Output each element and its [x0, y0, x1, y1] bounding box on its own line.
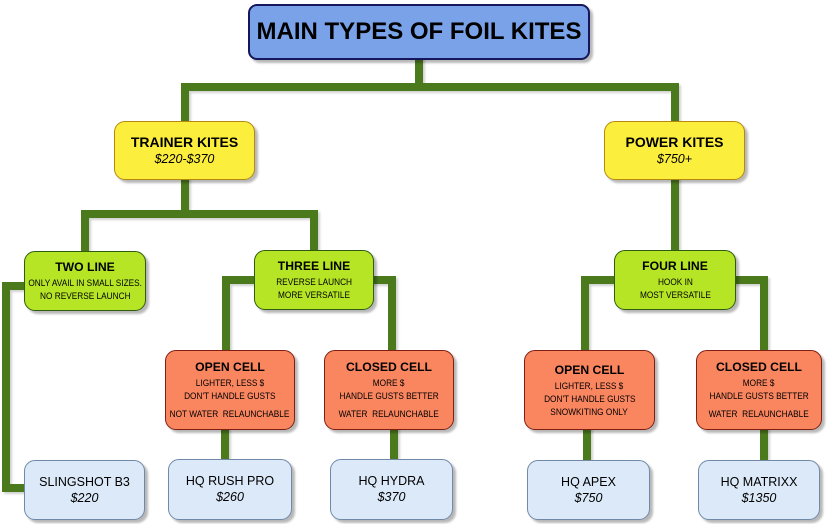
- node-price: $220-$370: [154, 152, 215, 166]
- node-price: $220: [70, 490, 99, 505]
- node-hq-matrixx: HQ MATRIXX $1350: [698, 460, 820, 520]
- node-price: $750+: [656, 152, 693, 166]
- node-detail: WATER RELAUNCHABLE: [708, 409, 810, 420]
- node-slingshot-b3: SLINGSHOT B3 $220: [24, 460, 145, 520]
- node-title: HQ RUSH PRO: [185, 474, 275, 488]
- node-trainer-kites: TRAINER KITES $220-$370: [114, 121, 255, 180]
- node-title: THREE LINE: [277, 259, 351, 273]
- node-hq-rush-pro: HQ RUSH PRO $260: [168, 459, 292, 520]
- node-detail: HOOK IN: [657, 276, 693, 287]
- node-price: $750: [574, 490, 603, 505]
- node-detail: NOT WATER RELAUNCHABLE: [170, 409, 290, 420]
- node-detail: MORE $: [373, 378, 405, 388]
- node-detail: MORE $: [743, 378, 775, 388]
- node-title: OPEN CELL: [554, 363, 625, 377]
- node-detail: HANDLE GUSTS BETTER: [339, 391, 439, 402]
- node-title: POWER KITES: [625, 134, 724, 150]
- node-main-types-of-foil-kites: MAIN TYPES OF FOIL KITES: [248, 4, 590, 60]
- node-title: OPEN CELL: [195, 360, 265, 374]
- node-detail: LIGHTER, LESS $: [195, 378, 265, 388]
- node-closed-cell-trainer: CLOSED CELL MORE $ HANDLE GUSTS BETTER W…: [324, 350, 454, 430]
- node-detail: ONLY AVAIL IN SMALL SIZES.: [28, 277, 142, 288]
- node-detail: LIGHTER, LESS $: [555, 381, 624, 391]
- node-detail: HANDLE GUSTS BETTER: [709, 391, 809, 402]
- node-detail: MOST VERSATILE: [639, 289, 711, 300]
- node-price: $1350: [741, 490, 777, 505]
- node-price: $260: [216, 490, 244, 504]
- node-detail: NO REVERSE LAUNCH: [39, 290, 131, 301]
- edge-twoline-slingshot: [2, 282, 30, 492]
- edge-root-split: [181, 56, 679, 121]
- node-title: MAIN TYPES OF FOIL KITES: [256, 18, 582, 45]
- node-title: HQ MATRIXX: [720, 474, 798, 489]
- node-hq-hydra: HQ HYDRA $370: [330, 459, 453, 520]
- node-closed-cell-power: CLOSED CELL MORE $ HANDLE GUSTS BETTER W…: [696, 350, 822, 430]
- node-three-line: THREE LINE REVERSE LAUNCH MORE VERSATILE: [254, 250, 374, 310]
- node-detail: REVERSE LAUNCH: [276, 276, 352, 287]
- node-title: CLOSED CELL: [346, 360, 432, 374]
- node-detail: DON'T HANDLE GUSTS: [543, 394, 636, 405]
- edge-trainer-split: [81, 176, 318, 251]
- node-four-line: FOUR LINE HOOK IN MOST VERSATILE: [614, 250, 736, 310]
- node-title: HQ HYDRA: [358, 474, 425, 488]
- node-hq-apex: HQ APEX $750: [527, 460, 650, 520]
- node-detail: WATER RELAUNCHABLE: [338, 409, 440, 420]
- node-open-cell-trainer: OPEN CELL LIGHTER, LESS $ DON'T HANDLE G…: [165, 350, 295, 430]
- node-detail: MORE VERSATILE: [277, 289, 350, 300]
- node-title: FOUR LINE: [642, 259, 708, 273]
- node-detail: DON'T HANDLE GUSTS: [184, 391, 276, 402]
- node-title: TWO LINE: [55, 260, 115, 274]
- node-open-cell-power: OPEN CELL LIGHTER, LESS $ DON'T HANDLE G…: [524, 350, 655, 430]
- node-title: CLOSED CELL: [716, 360, 802, 374]
- node-price: $370: [377, 490, 406, 504]
- node-title: HQ APEX: [561, 474, 616, 489]
- node-title: SLINGSHOT B3: [39, 474, 130, 489]
- node-title: TRAINER KITES: [130, 134, 239, 150]
- node-power-kites: POWER KITES $750+: [604, 121, 745, 180]
- node-detail: SNOWKITING ONLY: [550, 407, 629, 418]
- node-two-line: TWO LINE ONLY AVAIL IN SMALL SIZES. NO R…: [24, 251, 146, 311]
